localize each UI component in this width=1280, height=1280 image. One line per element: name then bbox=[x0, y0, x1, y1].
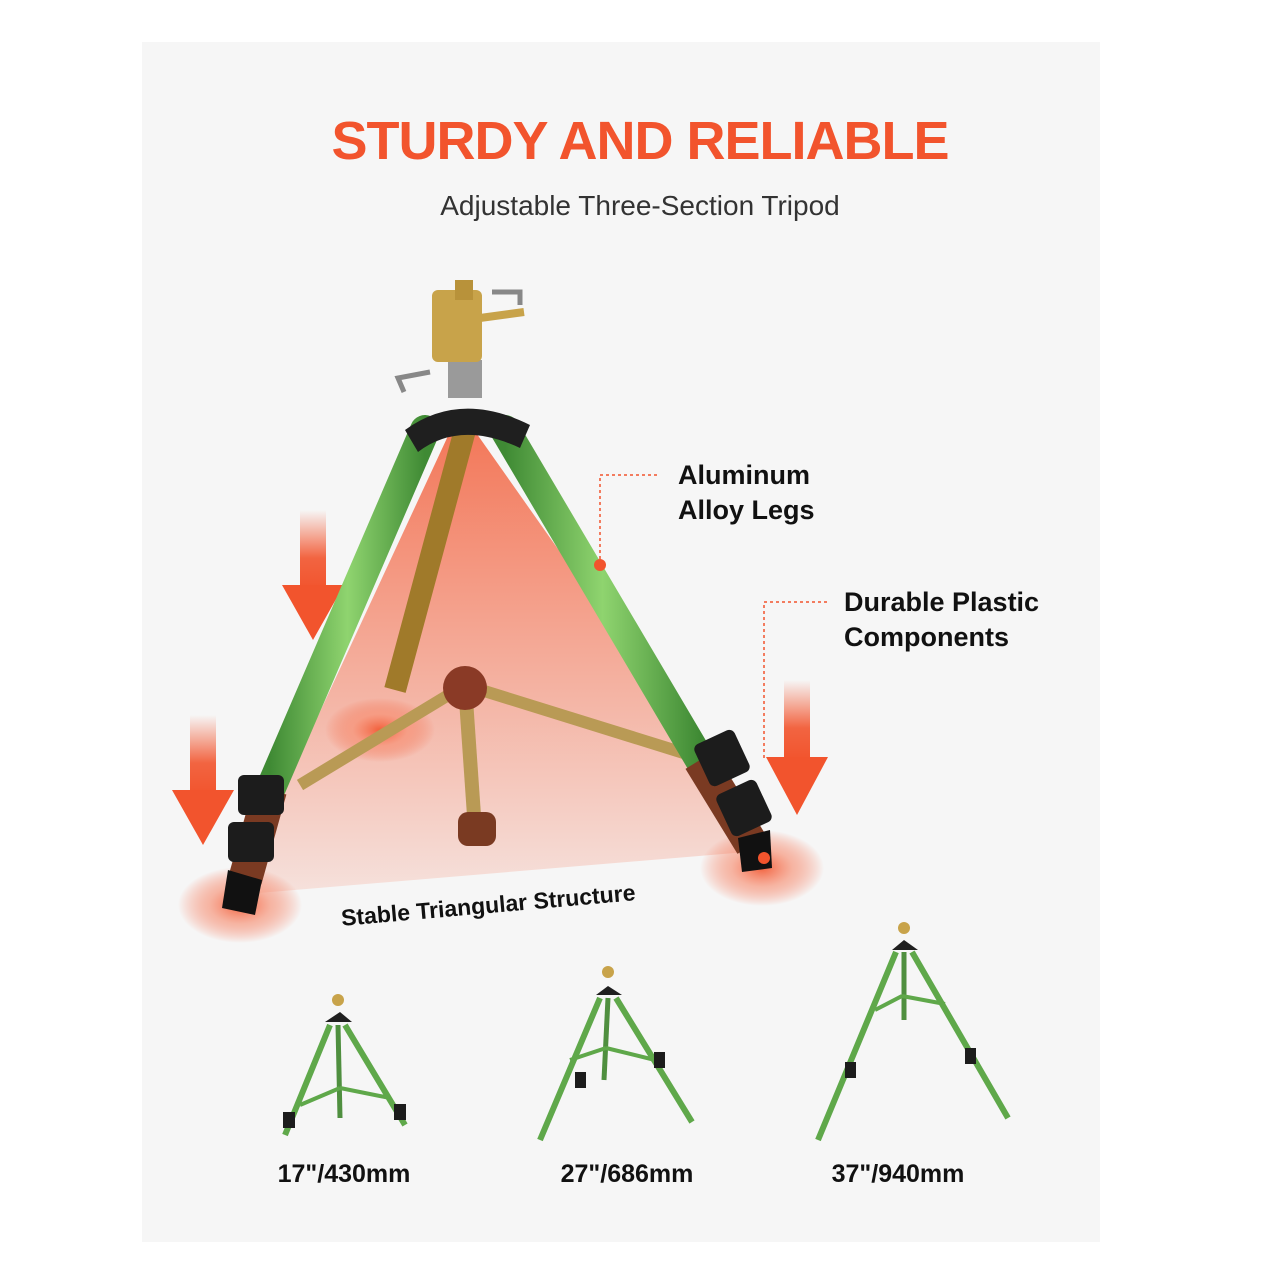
callout-plastic-components: Durable Plastic Components bbox=[844, 585, 1039, 655]
callout-line-legs bbox=[599, 474, 660, 565]
callout-aluminum-legs: Aluminum Alloy Legs bbox=[678, 458, 815, 528]
arrow-down-icon-left-lower bbox=[172, 715, 234, 845]
foot-left bbox=[222, 870, 262, 915]
leg-left bbox=[255, 415, 440, 805]
callout-legs-line-2: Alloy Legs bbox=[678, 495, 815, 525]
tripod-small-icon bbox=[282, 994, 408, 1137]
arrow-down-icon-left-upper bbox=[282, 510, 344, 640]
callout-dot-plastic bbox=[758, 852, 770, 864]
leg-right bbox=[490, 415, 715, 775]
size-label-medium: 27"/686mm bbox=[560, 1160, 694, 1188]
center-hub bbox=[443, 666, 487, 710]
center-foot bbox=[458, 812, 496, 846]
sprinkler-head-icon bbox=[394, 280, 525, 398]
page-title: STURDY AND RELIABLE bbox=[331, 111, 949, 171]
leg-clamp-right-1 bbox=[694, 729, 750, 787]
tripod-top-cap bbox=[405, 408, 530, 452]
leg-clamp-left-2 bbox=[228, 822, 274, 862]
callout-legs-line-1: Aluminum bbox=[678, 460, 810, 490]
size-label-small: 17"/430mm bbox=[277, 1160, 411, 1188]
leg-back bbox=[384, 427, 476, 693]
callout-dot-legs bbox=[594, 559, 606, 571]
size-label-large: 37"/940mm bbox=[831, 1160, 965, 1188]
callout-plastic-line-2: Components bbox=[844, 622, 1009, 652]
page-subtitle: Adjustable Three-Section Tripod bbox=[440, 190, 840, 221]
callout-line-plastic bbox=[763, 601, 828, 758]
tripod-medium-icon bbox=[537, 966, 695, 1142]
leg-clamp-left-1 bbox=[238, 775, 284, 815]
leg-clamp-right-2 bbox=[716, 779, 772, 837]
tripod-large-icon bbox=[815, 922, 1011, 1142]
arrow-down-icon-right bbox=[766, 680, 828, 815]
triangle-glow bbox=[235, 410, 770, 895]
callout-plastic-line-1: Durable Plastic bbox=[844, 587, 1040, 617]
